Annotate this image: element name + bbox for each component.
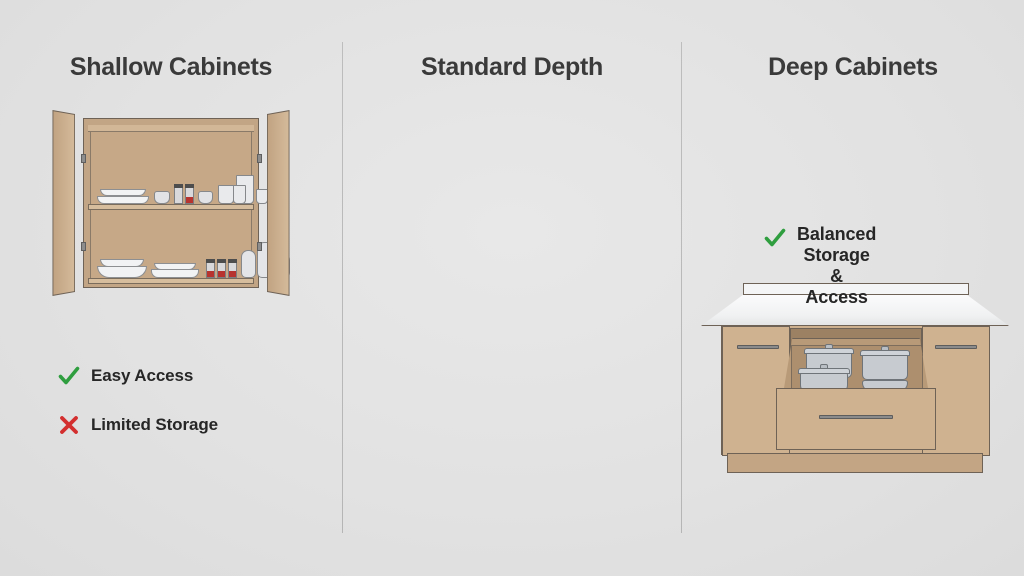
bullet-balanced-storage: Balanced Storage & Access bbox=[763, 224, 876, 308]
page-title-shallow: Shallow Cabinets bbox=[69, 53, 273, 81]
plate-stack bbox=[100, 189, 146, 196]
glass bbox=[218, 185, 234, 204]
cabinet-handle[interactable] bbox=[935, 345, 977, 349]
standard-base-cabinet-illustration bbox=[695, 283, 1015, 493]
bullet-label: Balanced Storage & Access bbox=[797, 224, 876, 308]
shallow-cabinet-top-ledge bbox=[88, 125, 254, 132]
spice-jar bbox=[174, 184, 183, 204]
shallow-cabinet-door-left[interactable] bbox=[52, 110, 75, 296]
shallow-wall-cabinet-illustration bbox=[45, 110, 297, 296]
jar-label bbox=[229, 271, 236, 277]
jar-lid bbox=[206, 259, 215, 263]
jar-label bbox=[207, 271, 214, 277]
panel-shallow-cabinets: Shallow Cabinets bbox=[0, 0, 342, 576]
bullet-label-line-1: Balanced Storage bbox=[797, 224, 877, 265]
shallow-cabinet-carcass bbox=[83, 118, 290, 288]
drawer-handle[interactable] bbox=[819, 415, 893, 419]
bullet-easy-access: Easy Access bbox=[57, 364, 193, 388]
canister bbox=[241, 250, 256, 278]
jar-lid bbox=[174, 184, 183, 188]
page-title-standard: Standard Depth bbox=[421, 53, 603, 81]
plate-stack bbox=[151, 269, 199, 278]
spice-jar bbox=[185, 184, 194, 204]
jar-label bbox=[186, 197, 193, 203]
jar-lid bbox=[228, 259, 237, 263]
cabinet-plinth bbox=[727, 453, 983, 473]
bullet-label: Limited Storage bbox=[91, 415, 218, 434]
shallow-cabinet-door-right[interactable] bbox=[267, 110, 290, 296]
drawer-front[interactable] bbox=[776, 388, 936, 450]
panel-divider-left bbox=[342, 42, 343, 533]
mug bbox=[198, 191, 213, 204]
plate-stack bbox=[97, 196, 149, 204]
bowl-stack bbox=[97, 266, 147, 278]
pot-knob bbox=[825, 344, 833, 349]
check-icon bbox=[57, 364, 81, 388]
glass bbox=[233, 185, 246, 204]
bullet-label-line-2: & Access bbox=[805, 266, 868, 307]
spice-jar bbox=[228, 259, 237, 278]
page-title-deep: Deep Cabinets bbox=[768, 53, 938, 81]
check-icon bbox=[763, 226, 787, 250]
spice-jar bbox=[206, 259, 215, 278]
pot-knob bbox=[820, 364, 828, 369]
shallow-cabinet-shelf bbox=[88, 278, 254, 284]
bullet-limited-storage: Limited Storage bbox=[57, 413, 218, 437]
cooking-pot bbox=[860, 346, 910, 380]
panel-deep-cabinets: Deep Cabinets bbox=[682, 0, 1024, 576]
base-cabinet-carcass bbox=[721, 325, 990, 456]
hinge-icon bbox=[257, 154, 262, 163]
cabinet-handle[interactable] bbox=[737, 345, 779, 349]
spice-jar bbox=[217, 259, 226, 278]
bullet-label: Easy Access bbox=[91, 366, 194, 385]
cross-icon bbox=[57, 413, 81, 437]
countertop bbox=[701, 294, 1009, 326]
mug bbox=[154, 191, 170, 204]
pot-knob bbox=[881, 346, 889, 351]
jar-lid bbox=[185, 184, 194, 188]
panel-divider-right bbox=[681, 42, 682, 533]
shallow-cabinet-shelf bbox=[88, 204, 254, 210]
jar-label bbox=[218, 271, 225, 277]
panel-standard-depth: Standard Depth bbox=[343, 0, 1009, 576]
jar-lid bbox=[217, 259, 226, 263]
hinge-icon bbox=[257, 242, 262, 251]
hinge-icon bbox=[81, 154, 86, 163]
hinge-icon bbox=[81, 242, 86, 251]
